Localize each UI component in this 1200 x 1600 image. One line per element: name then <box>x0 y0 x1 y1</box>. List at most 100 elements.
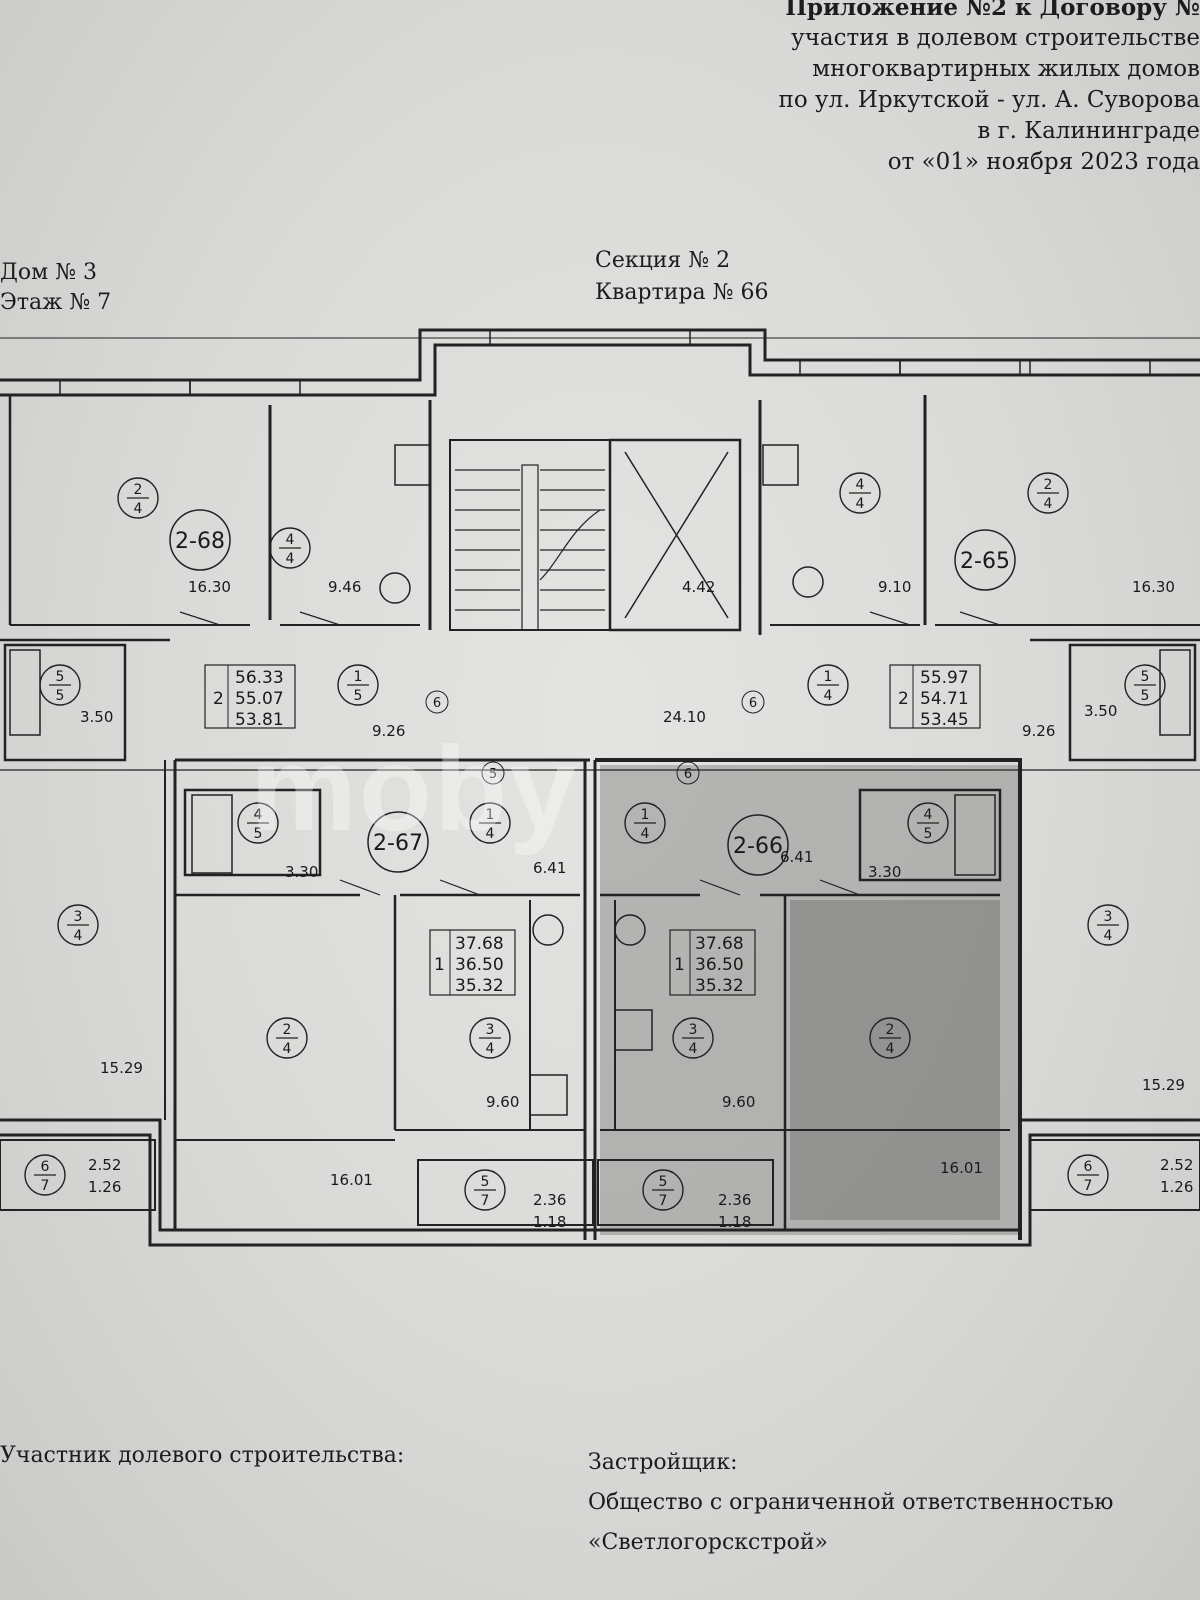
marker-bottom: 4 <box>1104 928 1113 944</box>
house-number: Дом № 3 <box>0 260 98 285</box>
apt-id-2-65: 2-65 <box>960 549 1010 574</box>
room-type-marker: 45 <box>907 802 949 844</box>
room-type-marker: 55 <box>1124 664 1166 706</box>
marker-top: 2 <box>134 482 143 498</box>
room-type-marker: 55 <box>39 664 81 706</box>
room-area: 9.60 <box>486 1093 519 1111</box>
header-line-2: участия в долевом строительстве <box>791 25 1200 51</box>
area-2-68-mid: 55.07 <box>235 689 284 709</box>
marker-bottom: 7 <box>659 1193 668 1209</box>
marker-top: 5 <box>659 1174 668 1190</box>
room-area: 9.26 <box>372 722 405 740</box>
marker-bottom: 4 <box>286 551 295 567</box>
floor-number: Этаж № 7 <box>0 290 112 315</box>
room-type-marker: 44 <box>839 472 881 514</box>
area-table-2-65: 2 55.97 54.71 53.45 <box>889 664 981 730</box>
room-type-marker: 67 <box>1067 1154 1109 1196</box>
marker-top: 4 <box>254 807 263 823</box>
marker-small: 6 <box>684 767 692 782</box>
document-header: Приложение №2 к Договору № участия в дол… <box>680 0 1200 178</box>
marker-top: 5 <box>56 669 65 685</box>
room-area: 9.60 <box>722 1093 755 1111</box>
balcony-area: 1.26 <box>88 1178 121 1196</box>
marker-top: 5 <box>481 1174 490 1190</box>
area-2-67-mid: 36.50 <box>455 955 504 975</box>
marker-top: 4 <box>286 532 295 548</box>
marker-top: 1 <box>641 807 650 823</box>
marker-top: 2 <box>886 1022 895 1038</box>
developer-title: Застройщик: <box>588 1450 738 1475</box>
area-2-66-living: 35.32 <box>695 976 744 996</box>
marker-bottom: 4 <box>856 496 865 512</box>
room-area: 16.01 <box>330 1171 373 1189</box>
marker-bottom: 7 <box>41 1178 50 1194</box>
area-table-2-67: 1 37.68 36.50 35.32 <box>429 929 516 996</box>
header-line-4: по ул. Иркутской - ул. А. Суворова <box>778 87 1200 113</box>
marker-bottom: 4 <box>486 1041 495 1057</box>
house-floor-label: Дом № 3 Этаж № 7 <box>0 258 111 318</box>
area-2-66-mid: 36.50 <box>695 955 744 975</box>
marker-bottom: 4 <box>641 826 650 842</box>
marker-bottom: 7 <box>1084 1178 1093 1194</box>
room-type-marker: 14 <box>469 802 511 844</box>
area-2-66-total: 37.68 <box>695 934 744 954</box>
area-2-67-total: 37.68 <box>455 934 504 954</box>
room-type-marker: 14 <box>807 664 849 706</box>
room-type-marker: 34 <box>469 1017 511 1059</box>
room-type-marker: 34 <box>57 904 99 946</box>
marker-top: 3 <box>1104 909 1113 925</box>
area-2-65-total: 55.97 <box>920 668 969 688</box>
balcony-area: 1.18 <box>533 1213 566 1231</box>
rooms-2-66: 1 <box>674 955 685 975</box>
area-table-2-68: 2 56.33 55.07 53.81 <box>204 664 296 730</box>
area-2-68-living: 53.81 <box>235 710 284 730</box>
balcony-area: 1.18 <box>718 1213 751 1231</box>
room-area: 15.29 <box>100 1059 143 1077</box>
marker-small: 6 <box>433 696 441 711</box>
room-area: 3.50 <box>1084 702 1117 720</box>
marker-bottom: 5 <box>1141 688 1150 704</box>
room-type-marker: 24 <box>266 1017 308 1059</box>
developer-name-line: Общество с ограниченной ответственностью <box>588 1490 1114 1515</box>
header-line-3: многоквартирных жилых домов <box>812 56 1200 82</box>
section-number: Секция № 2 <box>595 248 731 273</box>
marker-bottom: 4 <box>283 1041 292 1057</box>
room-area: 3.50 <box>80 708 113 726</box>
marker-bottom: 4 <box>689 1041 698 1057</box>
room-area: 9.46 <box>328 578 361 596</box>
marker-bottom: 4 <box>824 688 833 704</box>
marker-top: 1 <box>824 669 833 685</box>
signature-right: Застройщик: Общество с ограниченной отве… <box>588 1443 1113 1563</box>
header-line-5: в г. Калининграде <box>977 118 1200 144</box>
watermark: moby <box>250 722 579 856</box>
room-type-marker: 14 <box>624 802 666 844</box>
room-type-marker: 57 <box>464 1169 506 1211</box>
room-area: 16.30 <box>188 578 231 596</box>
marker-top: 2 <box>283 1022 292 1038</box>
room-type-marker: 67 <box>24 1154 66 1196</box>
room-type-marker: 34 <box>1087 904 1129 946</box>
marker-top: 1 <box>486 807 495 823</box>
signature-left: Участник долевого строительства: <box>0 1443 405 1468</box>
marker-top: 6 <box>41 1159 50 1175</box>
balcony-area: 2.36 <box>533 1191 566 1209</box>
marker-top: 4 <box>856 477 865 493</box>
room-area: 3.30 <box>285 863 318 881</box>
area-table-2-66: 1 37.68 36.50 35.32 <box>669 929 756 996</box>
room-area: 3.30 <box>868 863 901 881</box>
marker-top: 1 <box>354 669 363 685</box>
area-2-67-living: 35.32 <box>455 976 504 996</box>
marker-bottom: 4 <box>134 501 143 517</box>
room-area: 9.10 <box>878 578 911 596</box>
room-type-marker: 24 <box>869 1017 911 1059</box>
room-area: 16.01 <box>940 1159 983 1177</box>
rooms-2-67: 1 <box>434 955 445 975</box>
marker-bottom: 5 <box>56 688 65 704</box>
walls <box>0 328 1200 1247</box>
marker-bottom: 5 <box>354 688 363 704</box>
apartment-id-markers <box>169 509 1016 876</box>
room-type-marker: 44 <box>269 527 311 569</box>
section-label: Секция № 2 Квартира № 66 <box>595 245 768 309</box>
apartment-2-66-highlight <box>600 765 1020 1235</box>
room-type-marker: 24 <box>117 477 159 519</box>
